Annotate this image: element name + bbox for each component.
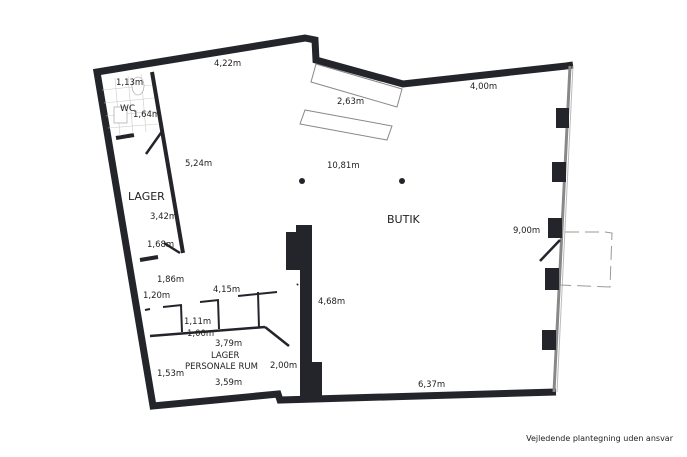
dim: 3,59m — [215, 378, 242, 388]
dim: 4,00m — [470, 82, 497, 92]
dim: 1,86m — [157, 275, 184, 285]
window-wall — [539, 65, 613, 393]
dim: 1,20m — [143, 291, 170, 301]
dim: 1,13m — [116, 78, 143, 88]
dim: 1,00m — [187, 329, 214, 339]
furniture — [299, 63, 403, 141]
interior-walls — [115, 71, 299, 347]
disclaimer-note: Vejledende plantegning uden ansvar — [526, 434, 673, 443]
dim: 3,42m — [150, 212, 177, 222]
dim: 6,37m — [418, 380, 445, 390]
dim: 9,00m — [513, 226, 540, 236]
dim: 5,24m — [185, 159, 212, 169]
outer-wall — [92, 34, 574, 410]
dim: 1,68m — [147, 240, 174, 250]
dim: 10,81m — [327, 161, 360, 171]
dimension-labels: 4,22m 1,13m 1,64m 5,24m 3,42m 1,68m 1,86… — [116, 59, 540, 390]
room-label-lager2: LAGER — [211, 351, 240, 361]
column — [399, 178, 405, 184]
dim: 4,15m — [213, 285, 240, 295]
dim: 4,68m — [318, 297, 345, 307]
dim: 1,53m — [157, 369, 184, 379]
room-label-butik: BUTIK — [387, 213, 421, 226]
dim: 3,79m — [215, 339, 242, 349]
dim: 2,00m — [270, 361, 297, 371]
dim: 1,64m — [133, 110, 160, 120]
central-wall — [286, 225, 322, 396]
room-label-personale: PERSONALE RUM — [185, 362, 258, 372]
dim: 2,63m — [337, 97, 364, 107]
dim: 4,22m — [214, 59, 241, 69]
room-label-lager: LAGER — [128, 190, 165, 203]
room-label-wc: WC — [120, 104, 135, 114]
wc-tiles — [101, 73, 159, 137]
column — [299, 178, 305, 184]
dim: 1,11m — [184, 317, 211, 327]
